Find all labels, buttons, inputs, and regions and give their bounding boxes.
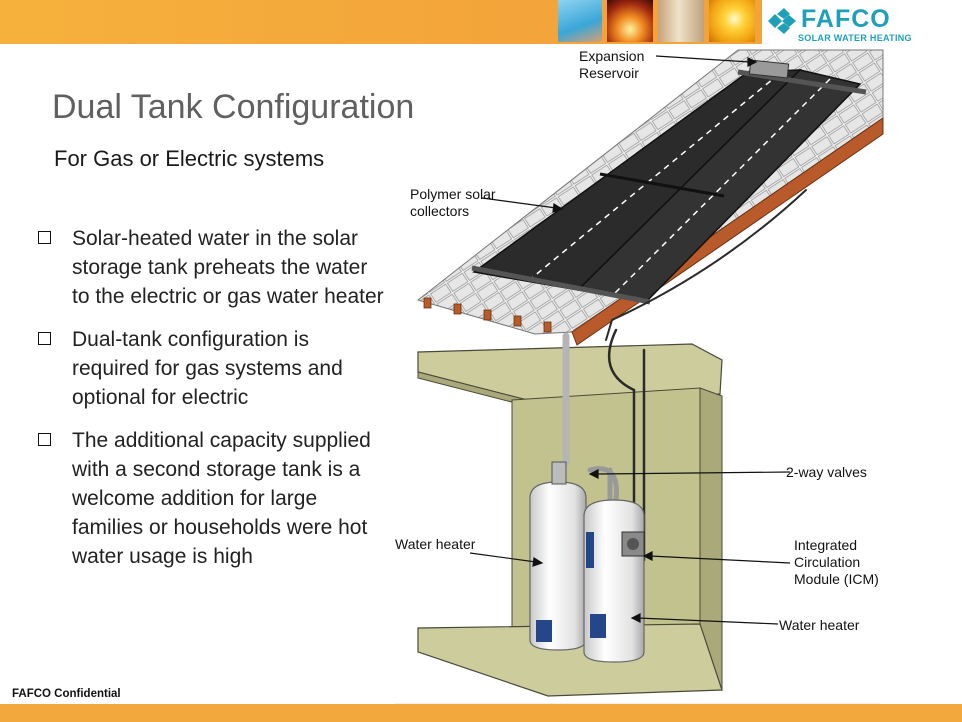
label-icm: Integrated Circulation Module (ICM) [794, 537, 879, 588]
icm-module [621, 531, 645, 557]
checkbox-bullet-icon [38, 332, 51, 345]
checkbox-bullet-icon [38, 231, 51, 244]
logo-wordmark: FAFCO [801, 5, 891, 33]
label-polymer-collectors: Polymer solar collectors [410, 186, 496, 220]
slide-title: Dual Tank Configuration [52, 88, 415, 126]
bullet-list: Solar-heated water in the solar storage … [36, 224, 386, 585]
logo-tagline: SOLAR WATER HEATING [798, 33, 912, 43]
fafco-logo-icon [768, 8, 796, 34]
label-line: Reservoir [579, 65, 639, 81]
header-photo-family [558, 0, 602, 42]
label-line: Polymer solar [410, 186, 496, 202]
solar-collectors [471, 59, 867, 305]
leader-lines [469, 55, 791, 625]
bullet-text: The additional capacity supplied with a … [72, 429, 371, 568]
bullet-text: Solar-heated water in the solar storage … [72, 227, 384, 308]
water-heater-right [583, 499, 645, 663]
bullet-item: The additional capacity supplied with a … [36, 426, 386, 571]
bullet-text: Dual-tank configuration is required for … [72, 328, 343, 409]
label-line: Expansion [579, 48, 645, 64]
label-line: Integrated [794, 537, 858, 553]
label-line: collectors [410, 203, 470, 219]
water-heater-left [529, 461, 587, 651]
bullet-item: Solar-heated water in the solar storage … [36, 224, 386, 311]
footer-band [0, 704, 962, 722]
label-expansion-reservoir: Expansion Reservoir [579, 48, 644, 82]
footer-confidential: FAFCO Confidential [12, 688, 121, 700]
header-photo-sun [709, 0, 755, 42]
label-water-heater-right: Water heater [779, 617, 860, 633]
header-photo-flame [607, 0, 653, 42]
logo-area [762, 0, 962, 44]
label-water-heater-left: Water heater [395, 536, 476, 552]
slide-subtitle: For Gas or Electric systems [54, 146, 325, 171]
checkbox-bullet-icon [38, 433, 51, 446]
header-photo-shower [658, 0, 704, 42]
label-line: Circulation [794, 554, 861, 570]
bullet-item: Dual-tank configuration is required for … [36, 325, 386, 412]
label-two-way-valves: 2-way valves [786, 464, 867, 480]
label-line: Module (ICM) [794, 571, 879, 587]
